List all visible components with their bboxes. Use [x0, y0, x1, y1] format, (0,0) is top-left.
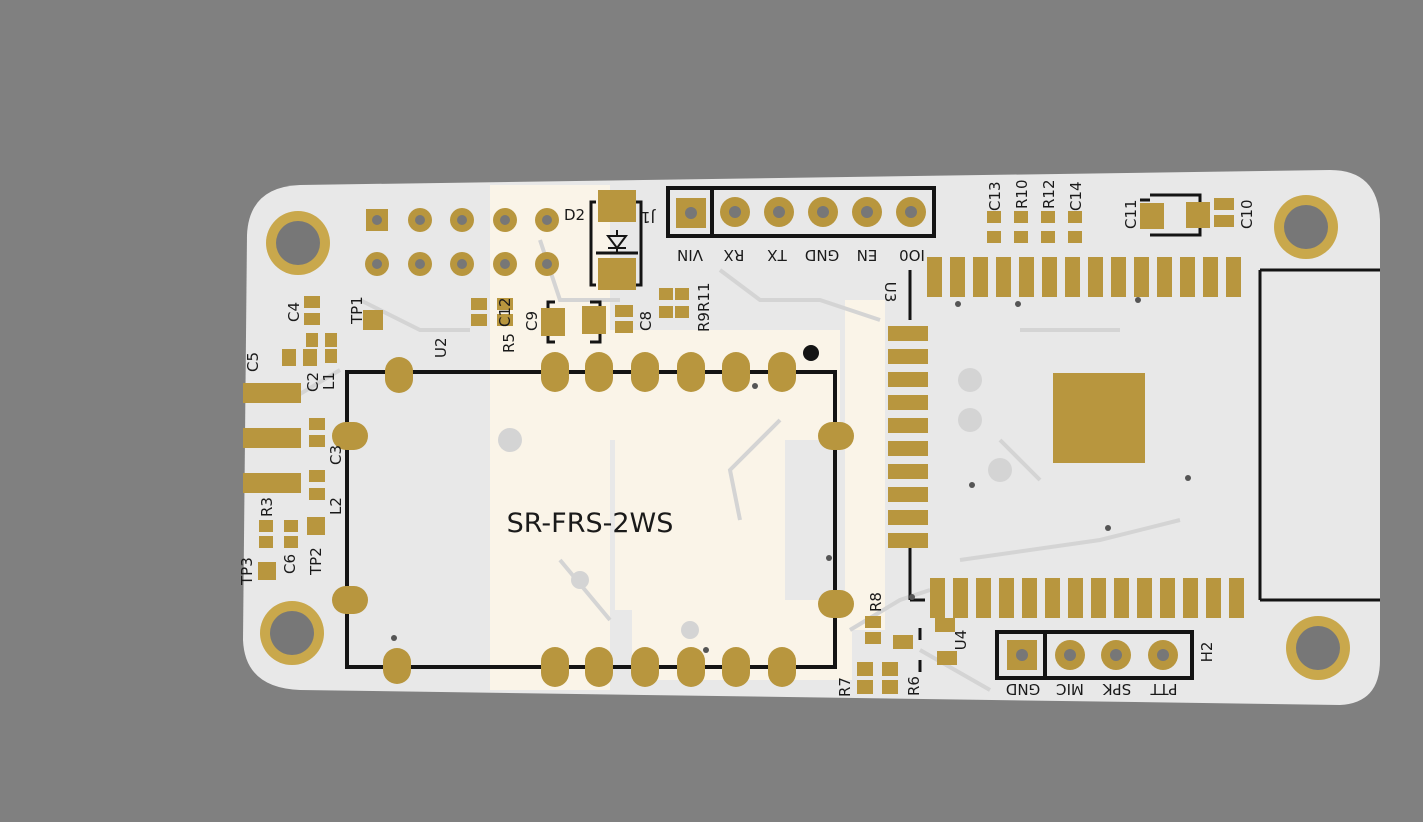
trace-vias	[498, 368, 1012, 639]
passives-center-top	[541, 288, 689, 344]
label-tp2: TP2	[307, 547, 325, 576]
label-c8: C8	[637, 311, 655, 331]
label-c6: C6	[281, 554, 299, 574]
header-2x5	[365, 208, 559, 276]
label-l1: L1	[320, 372, 338, 390]
label-d2: D2	[564, 206, 585, 224]
h2-pin-label: GND	[1006, 680, 1040, 698]
smd-group-top-right	[987, 211, 1082, 243]
h2-pin-labels: PTT SPK MIC GND	[1006, 680, 1178, 698]
label-c4: C4	[285, 302, 303, 322]
label-r9: R9	[695, 312, 713, 332]
label-r6: R6	[905, 676, 923, 696]
label-c14: C14	[1067, 181, 1085, 211]
label-r11: R11	[695, 282, 713, 312]
mounting-holes	[260, 195, 1350, 680]
passives-left	[258, 296, 513, 580]
label-c12: C12	[496, 297, 514, 327]
mounting-hole-bottom-left	[260, 601, 324, 665]
label-r12: R12	[1040, 179, 1058, 209]
cap-c11-c10	[1140, 193, 1234, 237]
j1-pin-labels: VIN RX TX GND EN IO0	[677, 246, 925, 264]
connector-j1	[666, 186, 936, 238]
module-u3	[888, 257, 1380, 618]
label-c5: C5	[244, 352, 262, 372]
h2-pin-label: SPK	[1102, 680, 1132, 698]
j1-pin-label: RX	[724, 246, 745, 264]
label-j1: J1	[641, 208, 656, 226]
label-u4: U4	[952, 630, 970, 651]
label-c13: C13	[986, 181, 1004, 211]
vias	[391, 297, 1191, 653]
mounting-hole-top-left	[266, 211, 330, 275]
label-c11: C11	[1122, 199, 1140, 229]
j1-pin-label: EN	[857, 246, 878, 264]
label-l2: L2	[327, 497, 345, 515]
h2-pin-label: PTT	[1150, 680, 1178, 698]
label-h2: H2	[1198, 642, 1216, 663]
label-c10: C10	[1238, 199, 1256, 229]
label-c3: C3	[327, 445, 345, 465]
j1-pin-label: GND	[805, 246, 839, 264]
j1-pin-label: TX	[767, 246, 787, 264]
label-c2: C2	[304, 372, 322, 392]
mounting-hole-top-right	[1274, 195, 1338, 259]
passives-bottom-center	[857, 616, 957, 694]
module-u2	[332, 345, 854, 687]
traces	[288, 239, 1181, 692]
module-label: SR-FRS-2WS	[507, 508, 674, 539]
label-c9: C9	[523, 311, 541, 331]
label-u3: U3	[881, 282, 899, 303]
j1-pin-label: IO0	[899, 246, 925, 264]
j1-pin-label: VIN	[677, 246, 703, 264]
label-r3: R3	[258, 497, 276, 517]
label-u2: U2	[432, 337, 450, 358]
label-r8: R8	[867, 592, 885, 612]
diode-d2	[589, 190, 643, 290]
h2-pin-label: MIC	[1056, 680, 1084, 698]
edge-pads-left	[243, 383, 301, 493]
label-r10: R10	[1013, 179, 1031, 209]
mounting-hole-bottom-right	[1286, 616, 1350, 680]
label-tp3: TP3	[238, 557, 256, 586]
label-tp1: TP1	[348, 296, 366, 325]
connector-h2	[995, 630, 1194, 680]
pin1-dot	[803, 345, 819, 361]
label-r5: R5	[500, 333, 518, 353]
designator-labels: D2 J1 U2 U3 U4 H2 TP1 TP2 TP3 C2 C3 C4 C…	[238, 179, 1256, 697]
label-r7: R7	[836, 677, 854, 697]
